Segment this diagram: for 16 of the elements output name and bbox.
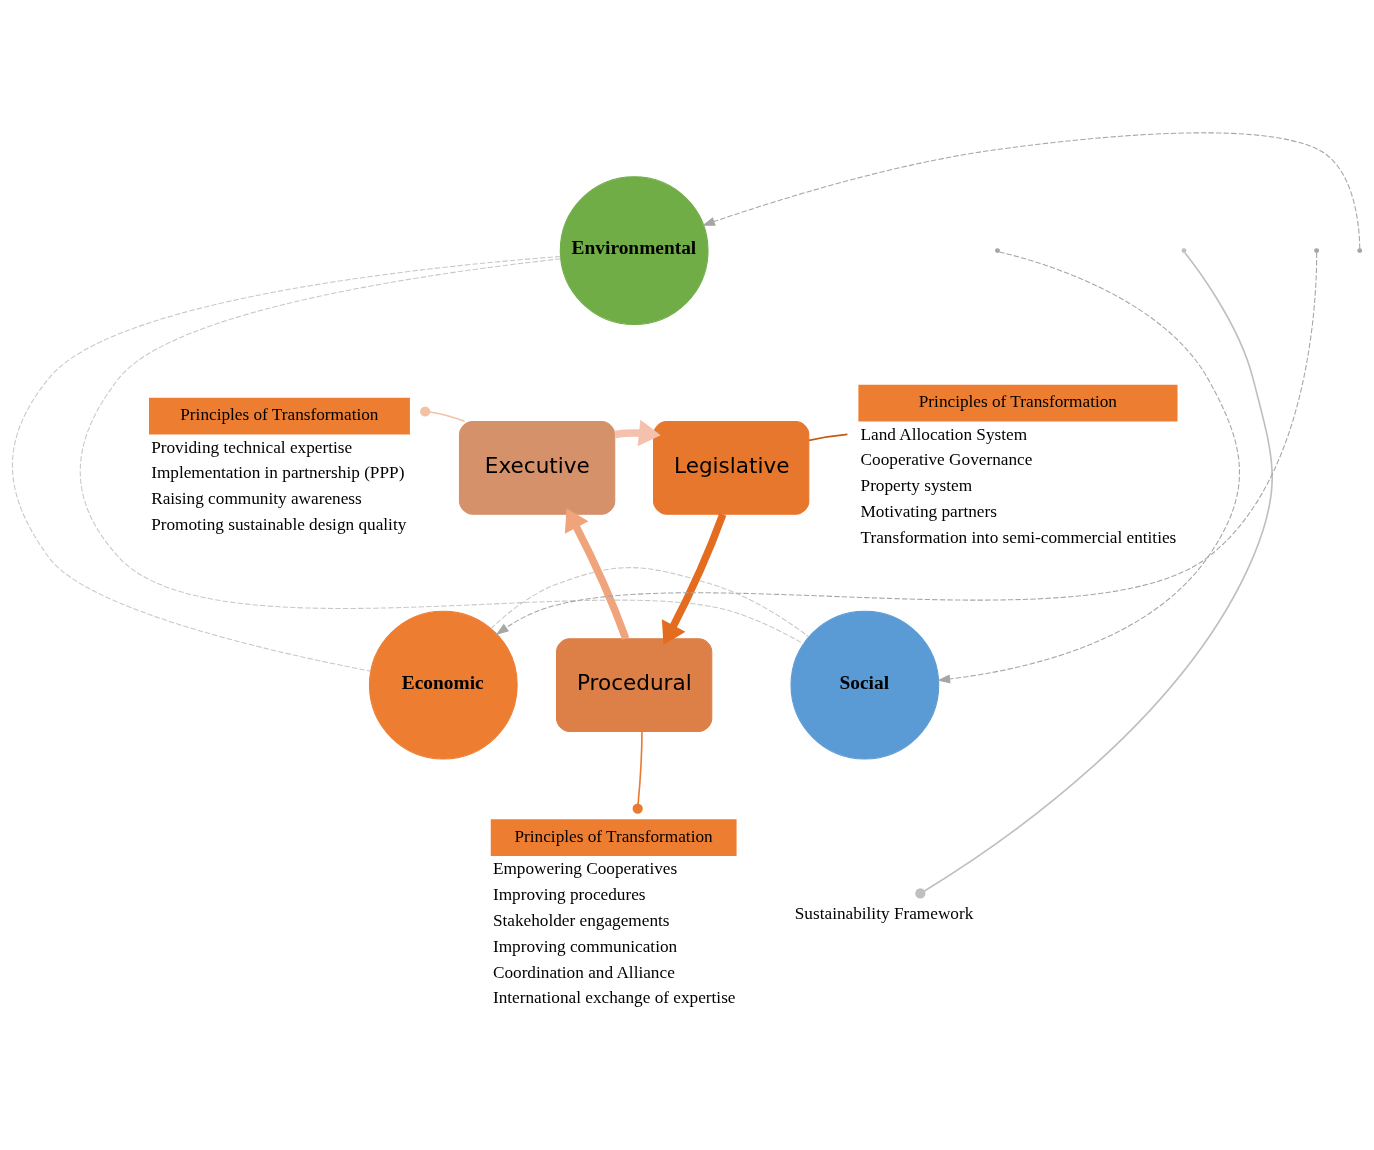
node-label: Motivating partners	[860, 502, 997, 522]
node-label: Property system	[860, 476, 973, 496]
node-label: Transformation into semi-commercial entities	[860, 528, 1177, 548]
node-label: Coordination and Alliance	[492, 962, 675, 982]
node-label: Providing technical expertise	[151, 437, 353, 457]
node-label: Improving communication	[492, 936, 678, 956]
node-label: International exchange of expertise	[492, 988, 736, 1008]
node-label: Stakeholder engagements	[492, 910, 670, 930]
node-label: Implementation in partnership (PPP)	[151, 463, 405, 483]
node-label: Land Allocation System	[860, 424, 1028, 444]
node-label: Raising community awareness	[151, 489, 362, 509]
node-label: Improving procedures	[492, 884, 646, 904]
node-label: Empowering Cooperatives	[492, 859, 678, 879]
node-label: Promoting sustainable design quality	[151, 515, 407, 535]
node-label: Cooperative Governance	[860, 450, 1033, 470]
node-text: Sustainability Framework	[794, 904, 974, 924]
